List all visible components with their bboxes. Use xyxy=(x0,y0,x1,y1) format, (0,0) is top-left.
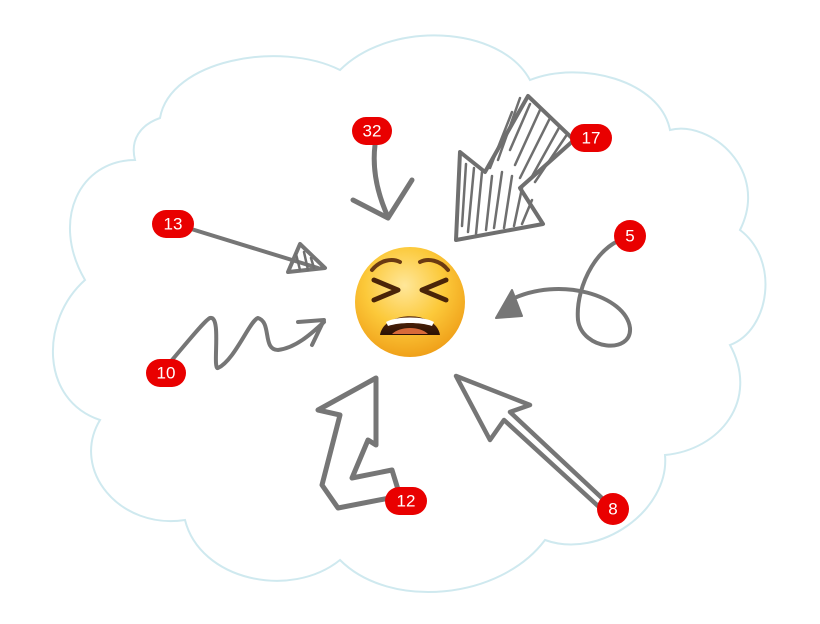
arrow-bottom-zigzag xyxy=(315,375,403,511)
arrow-right-curly xyxy=(495,236,633,348)
arrow-lower-left-squiggle xyxy=(170,316,326,371)
cloud-outline xyxy=(51,34,767,593)
badge-left: 13 xyxy=(152,210,194,238)
badge-left-value: 13 xyxy=(164,215,183,234)
tired-face-emoji-icon xyxy=(355,247,465,357)
arrow-top xyxy=(350,142,415,221)
badge-bottom-value: 12 xyxy=(397,492,416,511)
badge-top-value: 32 xyxy=(363,122,382,141)
badge-bottom: 12 xyxy=(385,487,427,515)
badge-right: 5 xyxy=(614,220,646,252)
badge-lower-right-value: 8 xyxy=(608,500,617,519)
arrow-top-right-hatched xyxy=(454,94,576,242)
badge-lower-right: 8 xyxy=(597,493,629,525)
badge-lower-left-value: 10 xyxy=(157,364,176,383)
badge-top: 32 xyxy=(352,117,392,145)
badge-top-right: 17 xyxy=(570,124,612,152)
arrow-lower-right xyxy=(453,373,607,509)
badges: 32 17 13 5 10 12 8 xyxy=(146,117,646,525)
badge-right-value: 5 xyxy=(625,227,634,246)
badge-lower-left: 10 xyxy=(146,359,186,387)
arrow-left xyxy=(186,226,327,274)
badge-top-right-value: 17 xyxy=(582,129,601,148)
